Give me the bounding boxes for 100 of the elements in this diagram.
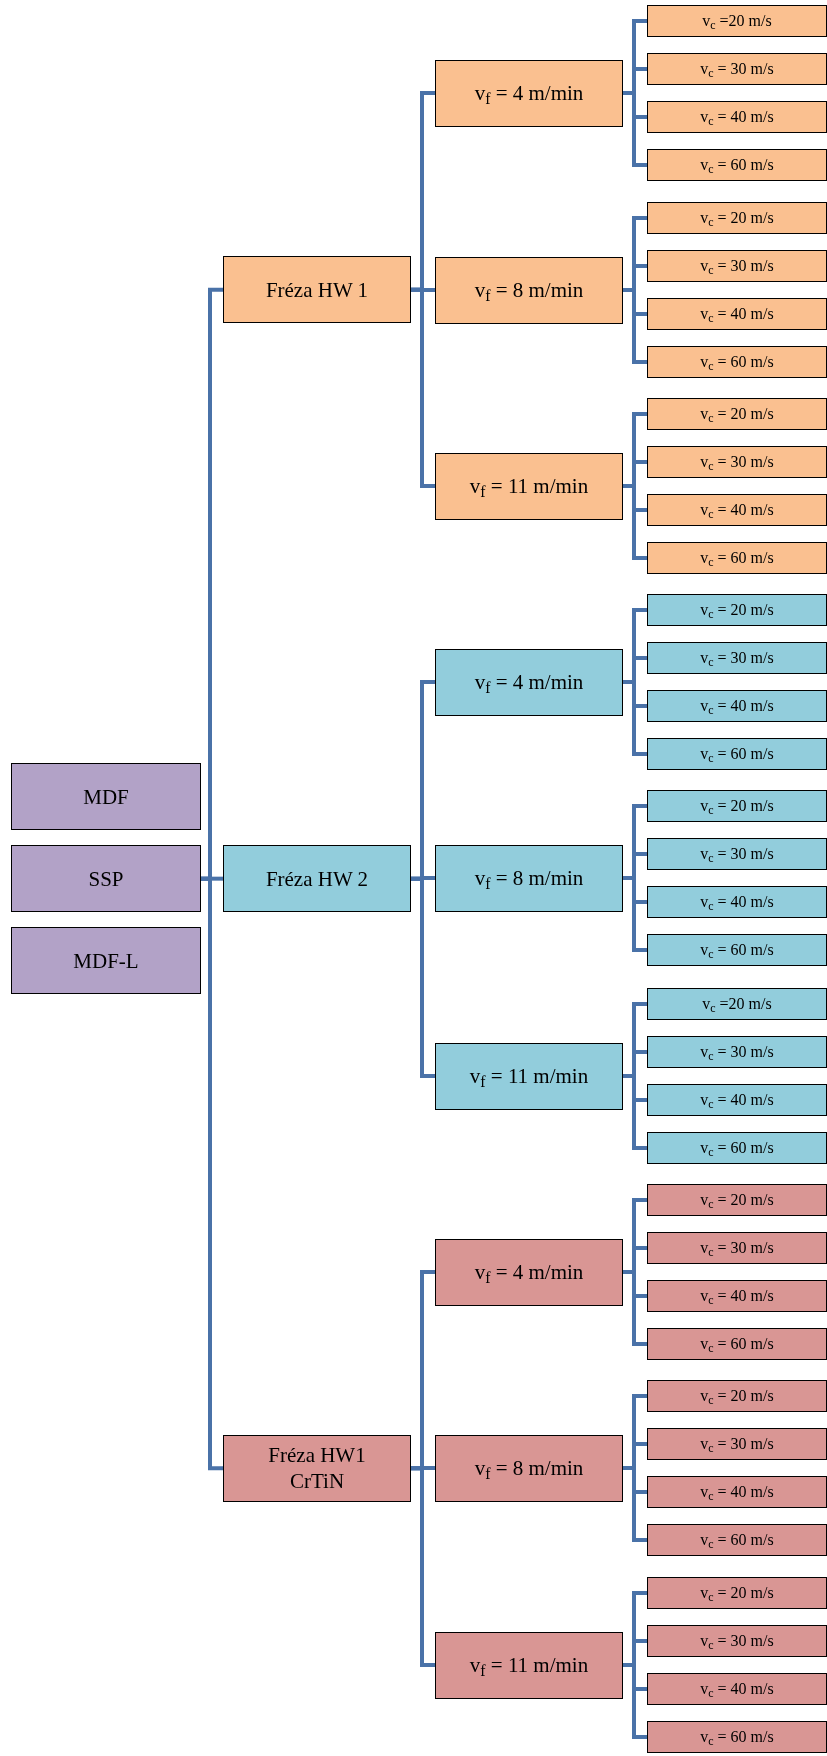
process-box	[647, 202, 827, 234]
process-box	[435, 1238, 623, 1306]
box-label: v$_{c}$ = 60 m/s	[700, 155, 774, 175]
box-label: v$_{c}$ = 20 m/s	[700, 404, 774, 424]
box-label: MDF-L	[73, 947, 139, 974]
box-label: v$_{c}$ = 30 m/s	[700, 1434, 774, 1454]
box-label: v$_{c}$ = 40 m/s	[700, 892, 774, 912]
box-label: v$_{c}$ = 30 m/s	[700, 844, 774, 864]
process-box	[647, 1721, 827, 1753]
process-box	[435, 844, 623, 912]
process-box	[647, 53, 827, 85]
process-box	[223, 845, 411, 913]
process-box	[647, 642, 827, 674]
process-box	[647, 1625, 827, 1657]
box-label: v$_{c}$ = 20 m/s	[700, 208, 774, 228]
connector-line	[201, 876, 223, 1471]
box-label: v$_{f}$ = 11 m/min	[469, 472, 589, 500]
process-box	[647, 1280, 827, 1312]
process-box	[647, 988, 827, 1020]
process-box	[223, 256, 411, 324]
box-label: v$_{c}$ = 60 m/s	[700, 1334, 774, 1354]
process-box	[647, 398, 827, 430]
box-label: MDF	[83, 783, 129, 810]
box-label: v$_{c}$ = 20 m/s	[700, 600, 774, 620]
process-box	[647, 5, 827, 37]
box-label: v$_{c}$ = 40 m/s	[700, 1482, 774, 1502]
box-label: v$_{f}$ = 11 m/min	[469, 1651, 589, 1679]
process-box	[647, 1524, 827, 1556]
box-label: v$_{c}$ = 30 m/s	[700, 1042, 774, 1062]
process-box	[223, 1434, 411, 1502]
box-label: v$_{c}$ = 60 m/s	[700, 1727, 774, 1747]
box-label: v$_{c}$ = 40 m/s	[700, 500, 774, 520]
process-box	[647, 446, 827, 478]
box-label: v$_{f}$ = 8 m/min	[474, 276, 584, 304]
process-box	[647, 886, 827, 918]
connector-line	[411, 287, 435, 488]
process-box	[647, 1428, 827, 1460]
process-box	[647, 1232, 827, 1264]
process-box	[11, 763, 201, 831]
box-label: v$_{c}$ =20 m/s	[702, 994, 772, 1014]
box-label: v$_{c}$ = 40 m/s	[700, 696, 774, 716]
box-label: v$_{c}$ = 40 m/s	[700, 1090, 774, 1110]
box-label: v$_{c}$ = 30 m/s	[700, 1631, 774, 1651]
box-label: v$_{c}$ = 60 m/s	[700, 744, 774, 764]
process-box	[435, 1631, 623, 1699]
box-label: Fréza HW 1	[265, 276, 369, 303]
connector-line	[411, 1466, 435, 1667]
box-label: v$_{c}$ = 30 m/s	[700, 1238, 774, 1258]
box-label: v$_{c}$ = 40 m/s	[700, 1679, 774, 1699]
box-label: v$_{f}$ = 11 m/min	[469, 1062, 589, 1090]
process-box	[647, 1476, 827, 1508]
box-label: v$_{c}$ = 60 m/s	[700, 548, 774, 568]
process-box	[11, 927, 201, 995]
process-box	[647, 1577, 827, 1609]
box-label: SSP	[88, 865, 124, 892]
process-box	[647, 1036, 827, 1068]
process-box	[647, 934, 827, 966]
process-box	[647, 1132, 827, 1164]
box-label: v$_{c}$ = 60 m/s	[700, 352, 774, 372]
box-label: v$_{f}$ = 4 m/min	[474, 668, 584, 696]
process-box	[435, 648, 623, 716]
process-box	[647, 594, 827, 626]
process-box	[647, 1084, 827, 1116]
box-label: v$_{c}$ = 20 m/s	[700, 796, 774, 816]
box-label: Fréza HW 2	[265, 865, 369, 892]
process-box	[647, 346, 827, 378]
process-box	[647, 838, 827, 870]
process-box	[435, 1042, 623, 1110]
box-label: v$_{c}$ = 30 m/s	[700, 59, 774, 79]
process-box	[647, 298, 827, 330]
process-box	[11, 845, 201, 913]
process-box	[435, 452, 623, 520]
box-label: v$_{c}$ = 60 m/s	[700, 940, 774, 960]
process-box	[435, 256, 623, 324]
process-box	[647, 149, 827, 181]
connector-line	[411, 876, 435, 1078]
box-label: Fréza HW1 CrTiN	[267, 1442, 367, 1495]
process-box	[647, 494, 827, 526]
process-box	[647, 250, 827, 282]
box-label: v$_{c}$ = 30 m/s	[700, 648, 774, 668]
box-label: v$_{c}$ = 20 m/s	[700, 1190, 774, 1210]
box-label: v$_{c}$ = 60 m/s	[700, 1530, 774, 1550]
process-box	[647, 1380, 827, 1412]
box-label: v$_{f}$ = 8 m/min	[474, 1454, 584, 1482]
process-box	[647, 1673, 827, 1705]
process-box	[647, 690, 827, 722]
box-label: v$_{c}$ = 40 m/s	[700, 304, 774, 324]
box-label: v$_{c}$ = 40 m/s	[700, 107, 774, 127]
box-label: v$_{f}$ = 4 m/min	[474, 1258, 584, 1286]
box-label: v$_{c}$ = 60 m/s	[700, 1138, 774, 1158]
box-label: v$_{c}$ = 20 m/s	[700, 1386, 774, 1406]
process-box	[647, 542, 827, 574]
box-label: v$_{c}$ = 30 m/s	[700, 452, 774, 472]
box-label: v$_{f}$ = 4 m/min	[474, 79, 584, 107]
process-box	[647, 790, 827, 822]
process-box	[647, 101, 827, 133]
box-label: v$_{c}$ =20 m/s	[702, 11, 772, 31]
process-box	[647, 1328, 827, 1360]
process-box	[647, 1184, 827, 1216]
process-box	[647, 738, 827, 770]
